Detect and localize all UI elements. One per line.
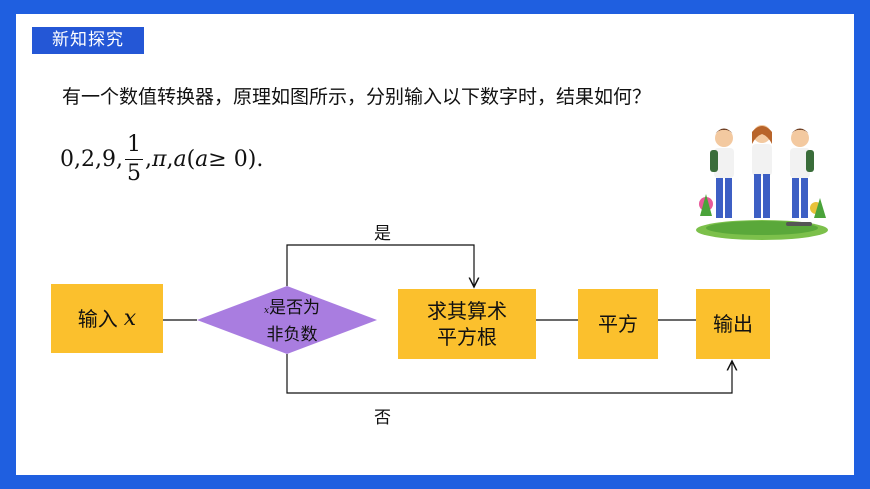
number-tail: ). bbox=[247, 146, 264, 172]
input-label: 输入 bbox=[77, 306, 118, 331]
no-branch-arrow bbox=[286, 354, 732, 394]
variable-a: a bbox=[173, 146, 187, 172]
yes-branch-arrow bbox=[286, 244, 474, 287]
pi-symbol: π bbox=[151, 146, 167, 172]
input-variable: x bbox=[123, 305, 137, 331]
number-prefix: 0,2,9, bbox=[60, 146, 123, 172]
fraction-denominator: 5 bbox=[124, 158, 143, 186]
sqrt-line1: 求其算术 bbox=[427, 299, 507, 323]
yes-label: 是 bbox=[374, 224, 391, 244]
decision-diamond bbox=[197, 286, 377, 354]
condition: ≥ 0 bbox=[208, 146, 248, 172]
square-box: 平方 bbox=[578, 289, 658, 359]
fraction-one-fifth: 1 5 bbox=[124, 131, 143, 186]
question-text: 有一个数值转换器，原理如图所示，分别输入以下数字时，结果如何？ bbox=[62, 86, 652, 108]
decision-line1: 是否为 bbox=[269, 298, 321, 318]
decision-variable: x bbox=[263, 306, 270, 316]
number-list: 0,2,9, 1 5 , π , a ( a ≥ 0 ). bbox=[60, 124, 263, 194]
variable-a: a bbox=[195, 146, 209, 172]
decision-line2: 非负数 bbox=[266, 325, 318, 345]
decision-label: x是否为 非负数 bbox=[232, 296, 352, 348]
section-tag: 新知探究 bbox=[32, 27, 144, 54]
separator: , bbox=[144, 146, 152, 172]
output-box: 输出 bbox=[696, 289, 770, 359]
paren-open: ( bbox=[186, 146, 196, 172]
sqrt-line2: 平方根 bbox=[437, 325, 497, 349]
separator: , bbox=[166, 146, 174, 172]
no-label: 否 bbox=[374, 408, 391, 428]
sqrt-box: 求其算术 平方根 bbox=[398, 289, 536, 359]
students-illustration bbox=[696, 125, 828, 240]
fraction-numerator: 1 bbox=[126, 131, 141, 157]
